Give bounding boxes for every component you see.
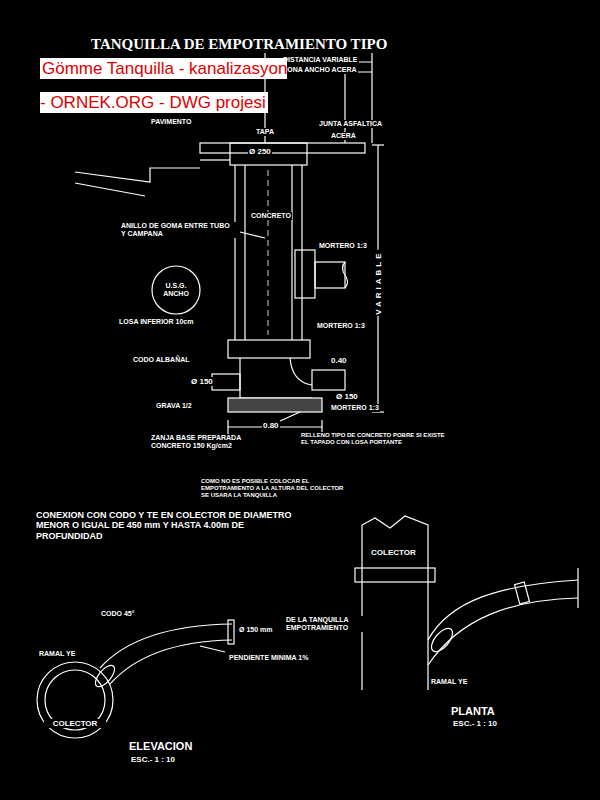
drawing-label: TAPA	[255, 128, 275, 136]
watermark-box: Gömme Tanquilla - kanalizasyon - ORNEK.O…	[40, 52, 290, 120]
drawing-label: RAMAL YE	[430, 678, 468, 686]
drawing-label: PENDIENTE MINIMA 1%	[228, 654, 309, 662]
drawing-label: Ø 150 mm	[238, 626, 273, 634]
node-label: U.S.G. ANCHO	[158, 282, 194, 298]
drawing-label: Ø 250	[248, 147, 272, 156]
drawing-label: ESC.- 1 : 10	[130, 755, 176, 764]
drawing-label: ACERA	[330, 132, 357, 140]
drawing-label: ESC.- 1 : 10	[452, 719, 498, 728]
drawing-label: MORTERO 1:3	[330, 404, 380, 412]
drawing-label: LOSA INFERIOR 10cm	[118, 318, 200, 326]
drawing-label: COMO NO ES POSIBLE COLOCAR EL EMPOTRAMIE…	[200, 478, 352, 499]
node-label: COLECTOR	[44, 719, 106, 728]
drawing-title: TANQUILLA DE EMPOTRAMIENTO TIPO	[90, 36, 388, 53]
drawing-label: ELEVACION	[128, 740, 193, 753]
symbol-circle: U.S.G. ANCHO	[150, 264, 202, 316]
drawing-label: CONEXION CON CODO Y TE EN COLECTOR DE DI…	[35, 510, 302, 541]
drawing-label: Ø 150	[190, 377, 214, 386]
watermark: Gömme Tanquilla - kanalizasyon - ORNEK.O…	[40, 58, 287, 113]
drawing-label: CODO 45°	[100, 610, 136, 618]
drawing-label: JUNTA ASFALTICA	[318, 120, 383, 128]
drawing-label: ZONA ANCHO ACERA	[282, 66, 358, 74]
drawing-label: DE LA TANQUILLA EMPOTRAMIENTO	[285, 616, 365, 632]
drawing-label: PLANTA	[450, 705, 496, 718]
drawing-label: COLECTOR	[370, 548, 417, 557]
drawing-label: ANILLO DE GOMA ENTRE TUBO Y CAMPANA	[120, 222, 237, 238]
drawing-label: 0.40	[330, 356, 348, 365]
drawing-label: PAVIMENTO	[150, 118, 192, 126]
drawing-label: MORTERO 1:3	[318, 242, 368, 250]
drawing-label: RELLENO TIPO DE CONCRETO POBRE SI EXISTE…	[300, 432, 452, 446]
drawing-label: CONCRETO	[250, 212, 292, 220]
drawing-label: MORTERO 1:3	[316, 322, 366, 330]
node-outline	[35, 660, 115, 740]
drawing-label: ZANJA BASE PREPARADA CONCRETO 150 Kg/cm2	[150, 434, 272, 450]
collector-pipe: COLECTOR	[35, 660, 115, 740]
drawing-label: RAMAL YE	[38, 650, 76, 658]
drawing-label: 0.80	[262, 421, 280, 430]
drawing-label: DISTANCIA VARIABLE	[282, 56, 359, 64]
drawing-label: GRAVA 1/2	[155, 402, 193, 410]
drawing-label: VARIABLE	[373, 249, 382, 315]
drawing-label: CODO ALBAÑAL	[132, 356, 191, 364]
drawing-label: Ø 150	[335, 392, 359, 401]
